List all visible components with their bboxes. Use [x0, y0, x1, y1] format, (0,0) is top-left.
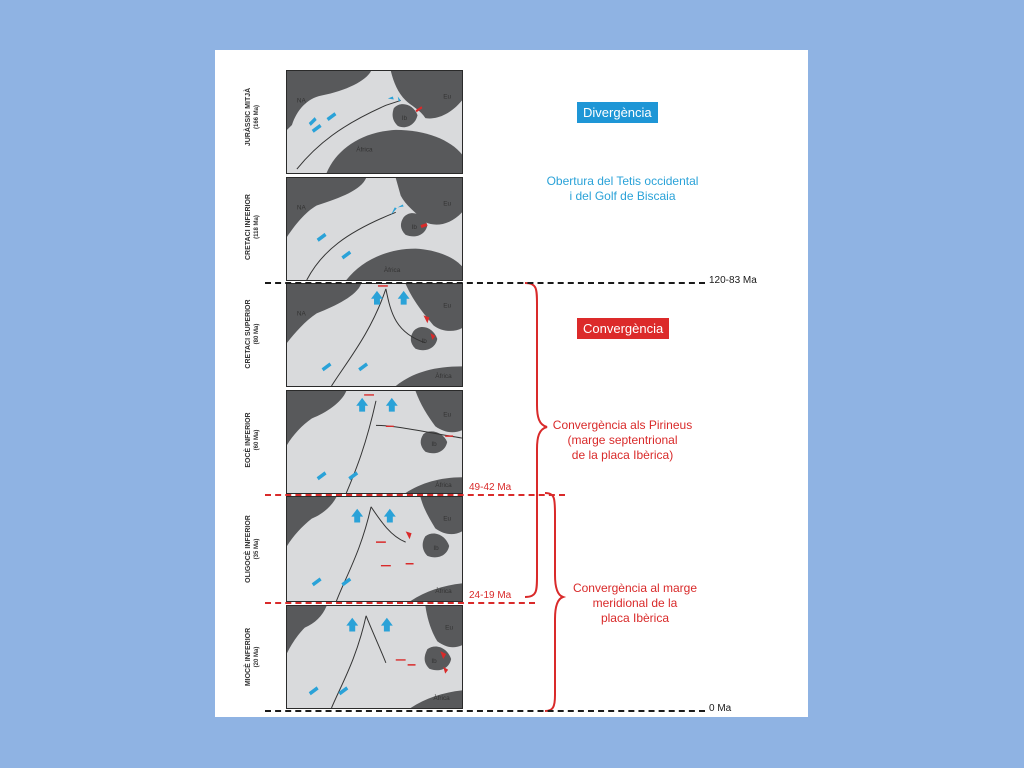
map-panel-5: Eu Ib Àfrica	[286, 496, 463, 602]
time-label-49-42: 49-42 Ma	[469, 482, 512, 493]
map-label-eu: Eu	[443, 93, 451, 100]
panel-period: JURÀSSIC MITJÀ	[245, 87, 252, 147]
map-graphic: NA Eu Ib Àfrica	[287, 284, 462, 386]
map-panel-1: NA Eu Ib Àfrica	[286, 70, 463, 174]
southern-line-3: placa Ibèrica	[600, 611, 670, 625]
map-label-eu: Eu	[443, 412, 451, 419]
panel-age: (118 Ma)	[254, 215, 260, 239]
panel-period: CRETACI INFERIOR	[245, 194, 252, 260]
pyrenees-line-1: Convergència als Pirineus	[552, 418, 693, 432]
map-label-na: NA	[297, 310, 307, 317]
map-label-africa: Àfrica	[435, 480, 452, 489]
panel-label-4: EOCÈ INFERIOR (60 Ma)	[244, 390, 272, 490]
southern-line-2: meridional de la	[592, 596, 678, 610]
map-label-ib: Ib	[431, 658, 437, 665]
map-panel-3: NA Eu Ib Àfrica	[286, 283, 463, 387]
map-label-ib: Ib	[433, 545, 439, 552]
convergence-badge: Convergència	[577, 318, 670, 339]
map-label-ib: Ib	[412, 224, 418, 231]
divergence-line-1: Obertura del Tetis occidental	[546, 174, 699, 188]
panel-age: (35 Ma)	[254, 538, 260, 560]
time-label-24-19: 24-19 Ma	[469, 590, 512, 601]
map-label-africa: Àfrica	[356, 144, 373, 153]
panel-label-6: MIOCÈ INFERIOR (20 Ma)	[244, 607, 272, 707]
time-label-0: 0 Ma	[709, 703, 732, 714]
map-label-na: NA	[297, 204, 307, 211]
map-label-eu: Eu	[443, 516, 451, 523]
panel-period: EOCÈ INFERIOR	[245, 412, 252, 468]
map-label-eu: Eu	[443, 200, 451, 207]
figure-sheet: JURÀSSIC MITJÀ (166 Ma) NA Eu Ib Àfrica …	[215, 50, 808, 717]
panel-label-2: CRETACI INFERIOR (118 Ma)	[244, 177, 272, 277]
map-graphic: NA Eu Ib Àfrica	[287, 178, 462, 280]
convergence-southern-text: Convergència al marge meridional de la p…	[560, 581, 710, 626]
time-line-49-42	[265, 494, 565, 496]
time-line-24-19	[265, 602, 535, 604]
map-label-ib: Ib	[402, 115, 408, 122]
map-label-eu: Eu	[445, 625, 453, 632]
panel-period: CRETACI SUPERIOR	[245, 299, 252, 369]
map-panel-4: Eu Ib Àfrica	[286, 390, 463, 494]
divergence-description: Obertura del Tetis occidental i del Golf…	[535, 174, 710, 204]
convergence-pyrenees-text: Convergència als Pirineus (marge septent…	[535, 418, 710, 463]
time-line-120-83	[265, 282, 705, 284]
map-graphic: Eu Ib Àfrica	[287, 606, 462, 708]
divergence-line-2: i del Golf de Biscaia	[569, 189, 676, 203]
panel-period: MIOCÈ INFERIOR	[245, 627, 252, 687]
pyrenees-line-2: (marge septentrional	[567, 433, 678, 447]
map-label-ib: Ib	[421, 338, 427, 345]
panel-age: (20 Ma)	[254, 646, 260, 668]
map-label-africa: Àfrica	[435, 371, 452, 380]
panel-age: (80 Ma)	[254, 323, 260, 345]
map-graphic: NA Eu Ib Àfrica	[287, 71, 462, 173]
panel-label-1: JURÀSSIC MITJÀ (166 Ma)	[244, 67, 272, 167]
panel-label-5: OLIGOCÈ INFERIOR (35 Ma)	[244, 499, 272, 599]
panel-label-3: CRETACI SUPERIOR (80 Ma)	[244, 284, 272, 384]
map-label-eu: Eu	[443, 303, 451, 310]
divergence-badge: Divergència	[577, 102, 658, 123]
panel-period: OLIGOCÈ INFERIOR	[245, 515, 252, 583]
map-label-africa: Àfrica	[384, 265, 401, 274]
convergence-braces	[524, 282, 567, 712]
panel-age: (60 Ma)	[254, 429, 260, 451]
map-graphic: Eu Ib Àfrica	[287, 391, 462, 493]
map-label-na: NA	[297, 97, 307, 104]
map-graphic: Eu Ib Àfrica	[287, 497, 462, 601]
southern-line-1: Convergència al marge	[572, 581, 698, 595]
map-label-africa: Àfrica	[435, 586, 452, 595]
time-label-120-83: 120-83 Ma	[709, 275, 757, 286]
panel-age: (166 Ma)	[254, 105, 260, 130]
map-panel-2: NA Eu Ib Àfrica	[286, 177, 463, 281]
map-label-africa: Àfrica	[433, 693, 450, 702]
pyrenees-line-3: de la placa Ibèrica)	[571, 448, 674, 462]
map-label-ib: Ib	[431, 441, 437, 448]
map-panel-6: Eu Ib Àfrica	[286, 605, 463, 709]
time-line-0	[265, 710, 705, 712]
